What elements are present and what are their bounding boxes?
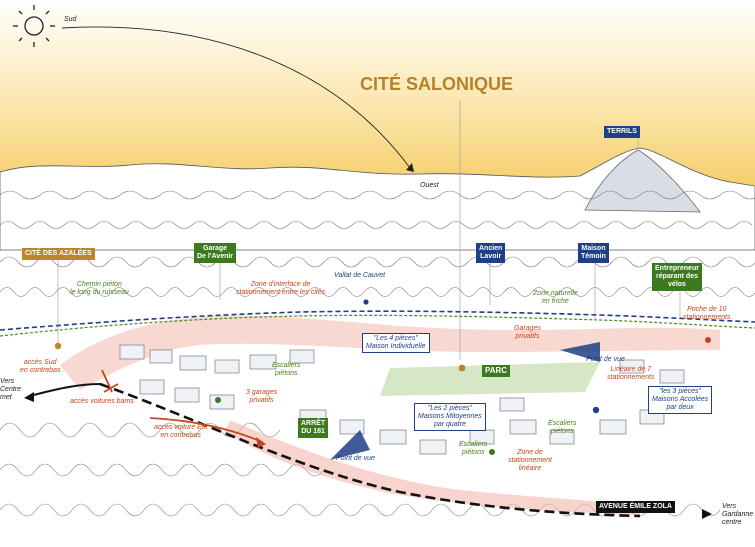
access-arrowhead bbox=[256, 437, 266, 448]
sun-start-label: Sud bbox=[64, 16, 77, 23]
access-arrows bbox=[101, 369, 263, 443]
badge-arret: ARRÊT DU 181 bbox=[298, 418, 329, 438]
badge-terrils: TERRILS bbox=[604, 126, 640, 138]
label-poche-stationnements: Poche de 10 stationnements bbox=[683, 306, 731, 321]
label-garages-privatifs: Garages privatifs bbox=[514, 325, 541, 340]
sun-path bbox=[61, 26, 411, 169]
badge-parc: PARC bbox=[482, 365, 511, 377]
badge-cite-azalees: CITÉ DES AZALÉES bbox=[22, 248, 95, 260]
label-escaliers-pietons-1: Escaliers piétons bbox=[272, 362, 301, 377]
avenue-line bbox=[99, 382, 641, 518]
interface-zone bbox=[60, 315, 720, 390]
label-chemin-pieton: Chemin piéton le long du ruisseau bbox=[70, 281, 129, 296]
hills bbox=[0, 147, 755, 251]
badge-maison-temoin: Maison Témoin bbox=[578, 243, 609, 263]
viewpoint-wedge-1 bbox=[560, 342, 600, 362]
vegetation-texture bbox=[0, 190, 755, 517]
house-type-2-pieces: "Les 2 pièces" Maisons Mitoyennes par qu… bbox=[414, 403, 486, 431]
avenue-arrow-right bbox=[702, 509, 712, 519]
pedestrian-path bbox=[0, 314, 755, 337]
house-type-3-pieces: "les 3 pièces" Maisons Accolées par deux bbox=[648, 386, 713, 414]
label-trois-garages: 3 garages privatifs bbox=[246, 389, 278, 404]
road-zone bbox=[225, 420, 640, 515]
sun-icon bbox=[13, 5, 55, 47]
stream-line bbox=[0, 310, 755, 331]
label-zone-naturelle: Zone naturelle en friche bbox=[533, 290, 578, 305]
house-type-4-pieces: "Les 4 pièces" Maison Individuelle bbox=[362, 333, 430, 353]
label-escaliers-pietons-2: Escaliers piétons bbox=[459, 441, 488, 456]
label-escaliers-pietons-3: Escaliers piétons bbox=[548, 420, 577, 435]
label-point-de-vue-2: Point de vue bbox=[336, 455, 375, 462]
label-vers-ouest: Vers Centre met bbox=[0, 378, 22, 401]
label-vers-gardanne: Vers Gardanne centre bbox=[722, 503, 754, 526]
badge-avenue: AVENUE ÉMILE ZOLA bbox=[596, 501, 675, 513]
viewpoint-wedge-2 bbox=[330, 430, 370, 460]
label-acces-voitures-bams: accès voitures bams bbox=[70, 398, 134, 405]
label-acces-sud: accès Sud en contrebas bbox=[20, 359, 61, 374]
west-arrowhead bbox=[24, 392, 34, 402]
label-vallat: Vallat de Cauvet bbox=[334, 272, 386, 279]
sun-end-label: Ouest bbox=[420, 182, 439, 189]
sun-path-arrowhead bbox=[406, 163, 414, 172]
marker-entrepreneur bbox=[705, 337, 711, 343]
label-point-de-vue-1: Point de vue bbox=[586, 356, 625, 363]
terrils-mound bbox=[584, 149, 701, 213]
west-arrow bbox=[29, 383, 101, 397]
badge-entrepreneur: Entrepreneur réparant des vélos bbox=[652, 263, 702, 291]
label-zone-interface: Zone d'interface de stationnement entre … bbox=[236, 281, 326, 296]
marker-cite-azalees bbox=[54, 342, 62, 350]
label-acces-voiture-est: accès voiture Est en contrebas bbox=[154, 424, 208, 439]
marker-maison bbox=[592, 406, 600, 414]
marker-stream bbox=[363, 299, 369, 305]
badge-ancien-lavoir: Ancien Lavoir bbox=[476, 243, 506, 263]
marker-escaliers bbox=[489, 449, 495, 455]
page-title: CITÉ SALONIQUE bbox=[360, 74, 514, 94]
marker-lavoir bbox=[458, 364, 466, 372]
badge-garage-avenir: Garage De l'Avenir bbox=[194, 243, 237, 263]
housing-sketch bbox=[119, 344, 685, 455]
label-zone-stationnement: Zone de stationnement linéaire bbox=[508, 449, 552, 472]
marker-garage bbox=[215, 397, 221, 403]
label-lineaire-7: Linéaire de 7 stationnements bbox=[607, 366, 655, 381]
parc-zone bbox=[380, 362, 600, 396]
